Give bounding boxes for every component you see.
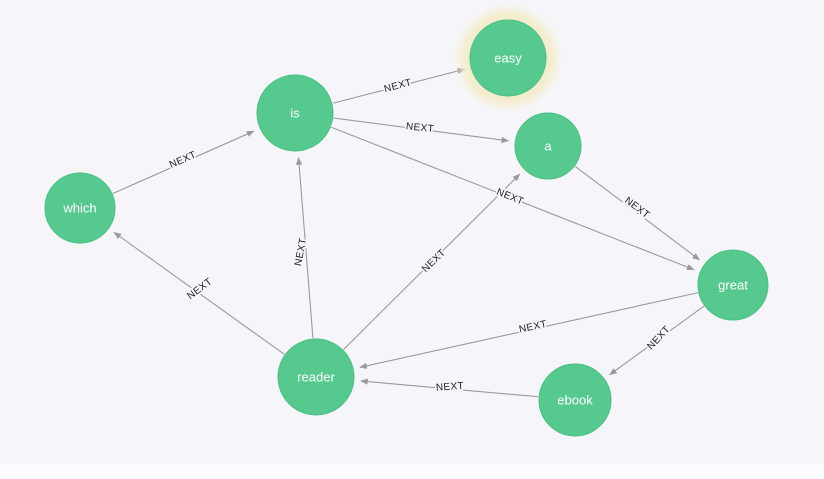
edge-label-great-reader: NEXT: [518, 319, 548, 336]
graph-edge-is-great[interactable]: [331, 126, 695, 271]
graph-node-a[interactable]: a: [514, 112, 582, 180]
edge-label-is-great: NEXT: [495, 187, 525, 208]
node-circle-easy[interactable]: [469, 19, 547, 97]
graph-node-is[interactable]: is: [256, 74, 334, 152]
edge-label-reader-is: NEXT: [293, 237, 309, 267]
graph-node-reader[interactable]: reader: [277, 338, 355, 416]
graph-edge-ebook-reader[interactable]: [360, 378, 539, 398]
graph-edge-great-ebook[interactable]: [609, 305, 705, 376]
edge-label-reader-which: NEXT: [185, 276, 214, 302]
edge-label-is-a: NEXT: [405, 121, 434, 135]
edges-layer: [112, 68, 705, 398]
edge-label-great-ebook: NEXT: [645, 324, 672, 352]
graph-edge-reader-which[interactable]: [113, 232, 285, 355]
graph-edge-great-reader[interactable]: [359, 292, 698, 369]
node-circle-reader[interactable]: [277, 338, 355, 416]
bottom-strip: [0, 463, 824, 479]
node-circle-ebook[interactable]: [538, 363, 612, 437]
graph-node-great[interactable]: great: [697, 249, 769, 321]
node-circle-which[interactable]: [44, 172, 116, 244]
graph-node-easy[interactable]: easy: [459, 9, 557, 107]
edge-label-a-great: NEXT: [622, 195, 651, 221]
graph-edge-which-is[interactable]: [112, 130, 255, 194]
node-circle-is[interactable]: [256, 74, 334, 152]
graph-edge-reader-is[interactable]: [296, 157, 314, 339]
graph-node-which[interactable]: which: [44, 172, 116, 244]
graph-edge-is-a[interactable]: [333, 117, 510, 143]
edge-label-which-is: NEXT: [168, 149, 198, 171]
edge-label-backdrop-ebook-reader: NEXT: [436, 381, 465, 394]
graph-node-ebook[interactable]: ebook: [538, 363, 612, 437]
graph-edge-reader-a[interactable]: [343, 173, 521, 350]
node-circle-a[interactable]: [514, 112, 582, 180]
graph-edge-a-great[interactable]: [574, 165, 701, 261]
node-circle-great[interactable]: [697, 249, 769, 321]
edge-label-backdrop-is-a: NEXT: [405, 121, 434, 135]
graph-edge-is-easy[interactable]: [332, 68, 466, 104]
edge-label-is-easy: NEXT: [383, 77, 413, 95]
edge-label-reader-a: NEXT: [420, 247, 448, 275]
edge-label-ebook-reader: NEXT: [436, 381, 465, 394]
edge-labels-layer: NEXT NEXT NEXT NEXT NEXT NEXT NEXT NEXT NEXT NEXT…: [166, 75, 674, 395]
